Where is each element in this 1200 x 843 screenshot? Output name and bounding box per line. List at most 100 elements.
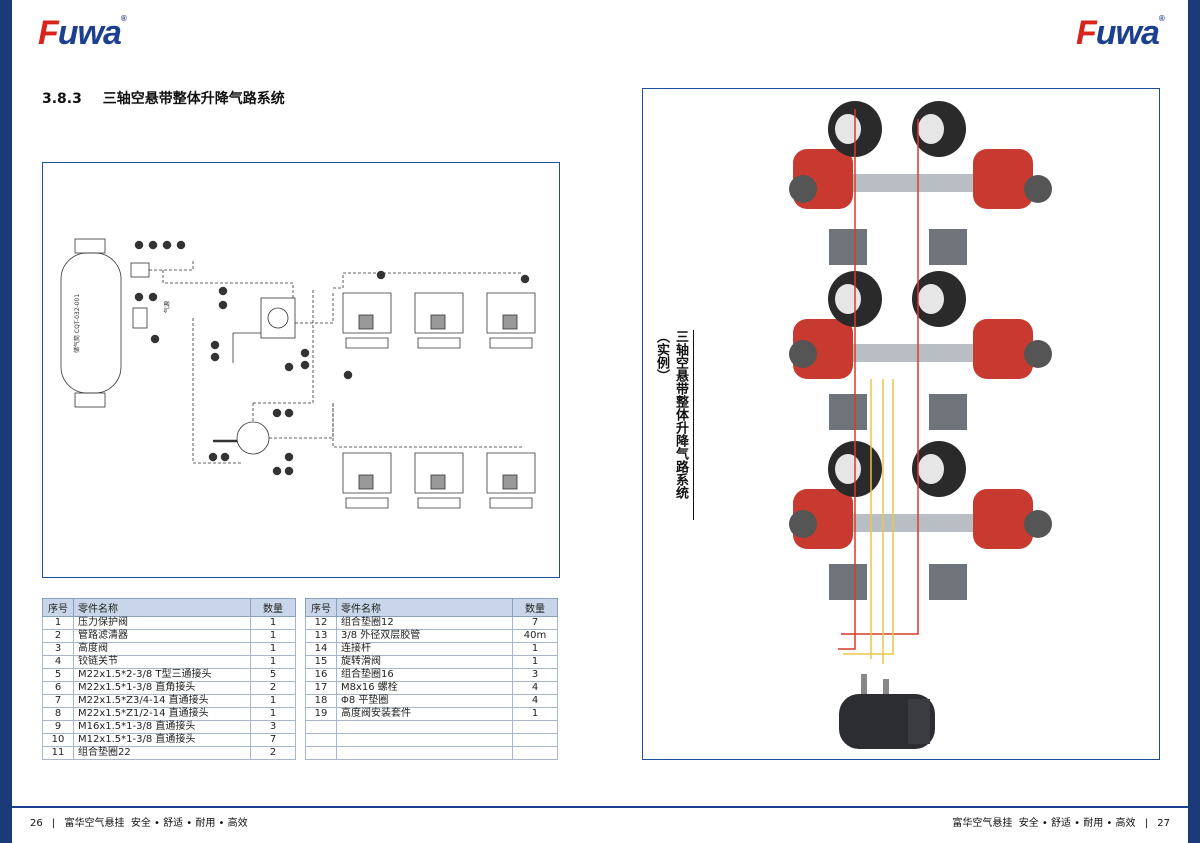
cell-name: Φ8 平垫圈 bbox=[336, 694, 513, 708]
schematic-drawing: 储气筒 CQT-032-001 气源 bbox=[60, 238, 536, 509]
cell-name: 高度阀安装套件 bbox=[336, 707, 513, 721]
cell-qty: 5 bbox=[250, 668, 296, 682]
cell-no: 11 bbox=[42, 746, 74, 760]
section-heading: 三轴空悬带整体升降气路系统 bbox=[102, 91, 285, 107]
cell-name: M8x16 螺栓 bbox=[336, 681, 513, 695]
cell-name: 连接杆 bbox=[336, 642, 513, 656]
cell-qty: 3 bbox=[512, 668, 558, 682]
cell-no: 2 bbox=[42, 629, 74, 643]
cell-no: 4 bbox=[42, 655, 74, 669]
col-header-name: 零件名称 bbox=[73, 598, 251, 617]
cell-qty: 1 bbox=[512, 707, 558, 721]
cell-name: M16x1.5*1-3/8 直通接头 bbox=[73, 720, 251, 734]
cell-qty: 1 bbox=[250, 629, 296, 643]
tank-label: 储气筒 CQT-032-001 bbox=[73, 294, 81, 353]
pressure-protection-valve-icon bbox=[130, 262, 150, 278]
cell-no: 8 bbox=[42, 707, 74, 721]
footer-separator: | bbox=[51, 818, 56, 829]
cell-no: 12 bbox=[305, 616, 337, 630]
cell-qty: 3 bbox=[250, 720, 296, 734]
cell-qty: 2 bbox=[250, 746, 296, 760]
cell-no bbox=[305, 720, 337, 734]
air-source-label: 气源 bbox=[163, 301, 171, 313]
left-page-edge bbox=[0, 0, 12, 843]
cell-name: 高度阀 bbox=[73, 642, 251, 656]
cell-no: 9 bbox=[42, 720, 74, 734]
cell-name: 组合垫圈16 bbox=[336, 668, 513, 682]
cell-name: 铰链关节 bbox=[73, 655, 251, 669]
page-number-right: 27 bbox=[1157, 818, 1170, 829]
cell-no: 3 bbox=[42, 642, 74, 656]
table-header-row: 序号 零件名称 数量 bbox=[42, 598, 296, 617]
cell-qty: 4 bbox=[512, 681, 558, 695]
cell-name: M22x1.5*Z3/4-14 直通接头 bbox=[73, 694, 251, 708]
rotary-slide-valve-icon bbox=[236, 421, 270, 455]
cell-no: 16 bbox=[305, 668, 337, 682]
cell-no bbox=[305, 746, 337, 760]
cell-name: 3/8 外径双层胶管 bbox=[336, 629, 513, 643]
air-spring-row-lower bbox=[342, 452, 536, 509]
footer-left: 26 | 富华空气悬挂 安全 • 舒适 • 耐用 • 高效 bbox=[30, 814, 248, 829]
col-header-no: 序号 bbox=[42, 598, 74, 617]
footer-company: 富华空气悬挂 bbox=[64, 818, 125, 829]
cell-qty: 1 bbox=[250, 642, 296, 656]
cell-qty bbox=[512, 720, 558, 734]
col-header-qty: 数量 bbox=[250, 598, 296, 617]
footer-company: 富华空气悬挂 bbox=[952, 818, 1013, 829]
pneumatic-schematic: 储气筒 CQT-032-001 气源 bbox=[42, 162, 560, 578]
cell-no: 7 bbox=[42, 694, 74, 708]
section-title: 3.8.3 三轴空悬带整体升降气路系统 bbox=[42, 88, 285, 108]
cell-no: 17 bbox=[305, 681, 337, 695]
axle-3 bbox=[789, 441, 1052, 600]
cell-qty: 2 bbox=[250, 681, 296, 695]
cell-name: M22x1.5*2-3/8 T型三通接头 bbox=[73, 668, 251, 682]
cell-name bbox=[336, 746, 513, 760]
air-spring-row-upper bbox=[342, 292, 536, 349]
cell-name: M22x1.5*1-3/8 直角接头 bbox=[73, 681, 251, 695]
cell-qty: 1 bbox=[512, 642, 558, 656]
footer-right: 富华空气悬挂 安全 • 舒适 • 耐用 • 高效 | 27 bbox=[952, 814, 1170, 829]
cell-no: 5 bbox=[42, 668, 74, 682]
cell-name: 组合垫圈12 bbox=[336, 616, 513, 630]
air-tank-photo bbox=[839, 674, 935, 749]
cell-name: 管路滤清器 bbox=[73, 629, 251, 643]
page-number-left: 26 bbox=[30, 818, 43, 829]
col-header-name: 零件名称 bbox=[336, 598, 513, 617]
fuwa-logo-left: Fuwa® bbox=[38, 14, 127, 52]
footer-slogan: 安全 • 舒适 • 耐用 • 高效 bbox=[130, 818, 248, 829]
line-filter-icon bbox=[132, 307, 148, 329]
height-valve-icon bbox=[260, 297, 296, 339]
cell-no: 19 bbox=[305, 707, 337, 721]
cell-qty: 1 bbox=[250, 616, 296, 630]
cell-qty: 4 bbox=[512, 694, 558, 708]
footer-slogan: 安全 • 舒适 • 耐用 • 高效 bbox=[1018, 818, 1136, 829]
cell-name: 压力保护阀 bbox=[73, 616, 251, 630]
cell-qty: 1 bbox=[250, 707, 296, 721]
table-row bbox=[305, 746, 558, 760]
cell-no: 14 bbox=[305, 642, 337, 656]
cell-qty: 40m bbox=[512, 629, 558, 643]
cell-qty: 7 bbox=[250, 733, 296, 747]
air-tank-icon bbox=[60, 252, 122, 394]
suspension-photo bbox=[642, 88, 1160, 760]
col-header-no: 序号 bbox=[305, 598, 337, 617]
right-page-edge bbox=[1188, 0, 1200, 843]
photo-caption: 三轴空悬带整体升降气路系统（实例） bbox=[654, 330, 694, 520]
cell-qty bbox=[512, 746, 558, 760]
col-header-qty: 数量 bbox=[512, 598, 558, 617]
cell-qty: 7 bbox=[512, 616, 558, 630]
